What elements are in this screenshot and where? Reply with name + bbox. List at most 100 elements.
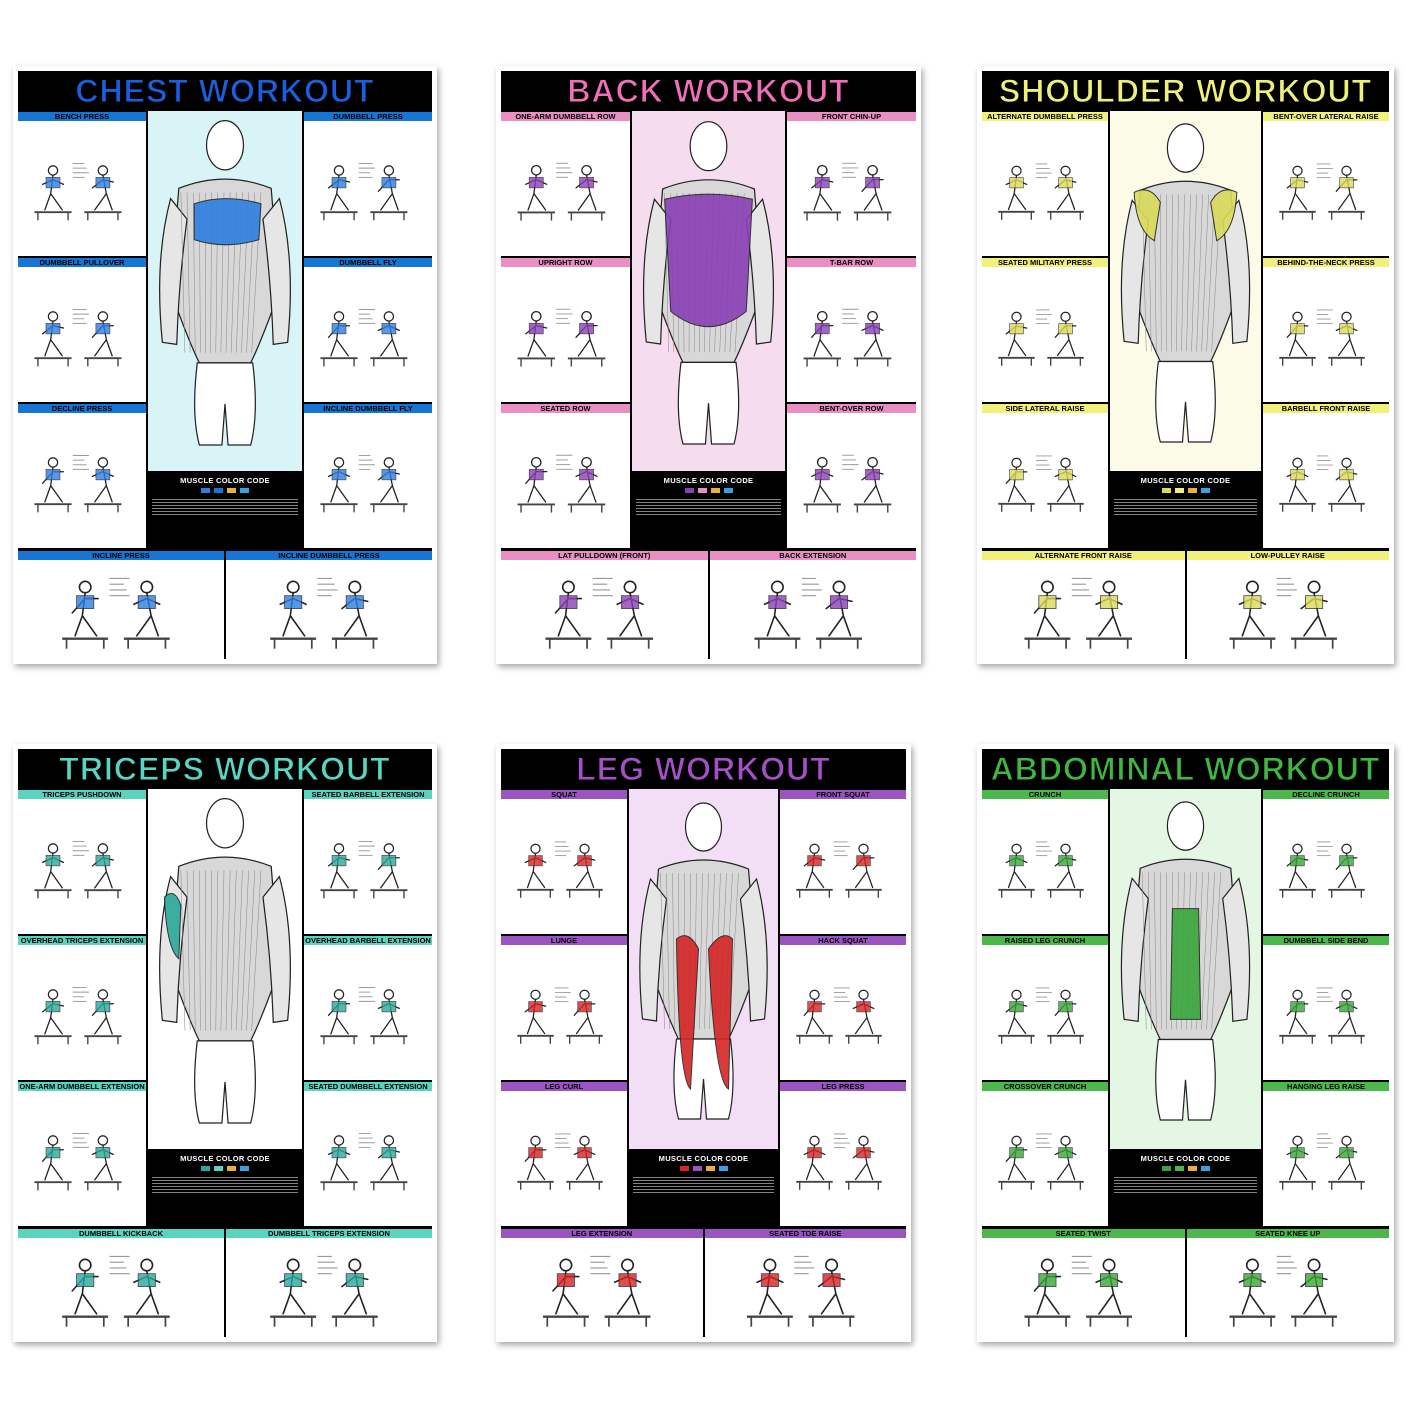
exercise-title: DUMBBELL SIDE BEND — [1263, 936, 1389, 945]
exercise-illustration — [998, 455, 1084, 512]
exercise-section: HACK SQUAT — [780, 936, 906, 1080]
muscle-color-legend: MUSCLE COLOR CODE — [148, 473, 302, 547]
exercise-section: INCLINE DUMBBELL FLY — [304, 404, 432, 548]
legend-swatch — [1200, 1166, 1210, 1171]
exercise-section: SIDE LATERAL RAISE — [982, 404, 1108, 548]
exercise-section: OVERHEAD BARBELL EXTENSION — [304, 936, 432, 1080]
anatomy-panel — [1110, 111, 1261, 471]
anatomy-panel — [629, 789, 778, 1149]
muscle-color-legend: MUSCLE COLOR CODE — [1110, 473, 1261, 547]
exercise-title: DUMBBELL TRICEPS EXTENSION — [226, 1229, 432, 1238]
anatomy-figure — [632, 111, 785, 471]
exercise-title: CROSSOVER CRUNCH — [982, 1082, 1108, 1091]
exercise-section: HANGING LEG RAISE — [1263, 1082, 1389, 1226]
exercise-title: LUNGE — [501, 936, 627, 945]
legend-swatch — [227, 1166, 236, 1171]
exercise-illustration — [803, 308, 892, 367]
legend-swatch — [214, 488, 223, 493]
legend-swatch — [1161, 1166, 1171, 1171]
exercise-illustration — [1024, 1255, 1132, 1327]
exercise-section: LUNGE — [501, 936, 627, 1080]
exercise-title: BACK EXTENSION — [709, 551, 916, 560]
poster-title: BACK WORKOUT — [567, 72, 850, 109]
exercise-section: SEATED BARBELL EXTENSION — [304, 790, 432, 934]
exercise-title: LOW-PULLEY RAISE — [1186, 551, 1389, 560]
exercise-section: SEATED ROW — [501, 404, 630, 548]
exercise-illustration — [517, 308, 606, 367]
exercise-section: BEHIND-THE-NECK PRESS — [1263, 258, 1389, 402]
exercise-section: T-BAR ROW — [787, 258, 916, 402]
exercise-section: FRONT SQUAT — [780, 790, 906, 934]
legend-swatch — [1174, 1166, 1184, 1171]
exercise-section: SEATED TWIST — [982, 1229, 1185, 1337]
exercise-section: SEATED TOE RAISE — [704, 1229, 906, 1337]
exercise-illustration — [998, 987, 1084, 1044]
exercise-title: SIDE LATERAL RAISE — [982, 404, 1108, 413]
poster-title: TRICEPS WORKOUT — [59, 750, 391, 787]
exercise-title: BENT-OVER ROW — [787, 404, 916, 413]
exercise-section: BENT-OVER LATERAL RAISE — [1263, 112, 1389, 256]
exercise-section: UPRIGHT ROW — [501, 258, 630, 402]
exercise-section: BACK EXTENSION — [709, 551, 916, 659]
exercise-title: LEG PRESS — [780, 1082, 906, 1091]
legend-swatch — [240, 1166, 249, 1171]
exercise-section: DUMBBELL FLY — [304, 258, 432, 402]
exercise-title: RAISED LEG CRUNCH — [982, 936, 1108, 945]
exercise-section: SQUAT — [501, 790, 627, 934]
exercise-illustration — [796, 841, 882, 898]
exercise-illustration — [62, 577, 170, 649]
anatomy-panel — [1110, 789, 1261, 1149]
exercise-illustration — [34, 987, 122, 1045]
exercise-section: ONE-ARM DUMBBELL EXTENSION — [18, 1082, 146, 1226]
exercise-title: BARBELL FRONT RAISE — [1263, 404, 1389, 413]
exercise-title: DECLINE CRUNCH — [1263, 790, 1389, 799]
exercise-title: INCLINE DUMBBELL FLY — [304, 404, 432, 413]
exercise-illustration — [1279, 455, 1365, 512]
poster-title: ABDOMINAL WORKOUT — [990, 750, 1381, 787]
legend-swatch — [718, 1166, 728, 1171]
exercise-illustration — [34, 841, 122, 899]
anatomy-figure — [629, 789, 778, 1149]
exercise-illustration — [746, 1255, 854, 1327]
poster-title: LEG WORKOUT — [576, 750, 831, 787]
legend-swatch — [1187, 1166, 1197, 1171]
poster-title: CHEST WORKOUT — [75, 72, 375, 109]
exercise-section: TRICEPS PUSHDOWN — [18, 790, 146, 934]
exercise-illustration — [517, 1133, 603, 1190]
legend-swatch — [227, 488, 236, 493]
anatomy-figure — [1110, 789, 1261, 1149]
exercise-illustration — [545, 577, 653, 649]
poster-title: SHOULDER WORKOUT — [998, 72, 1373, 109]
exercise-illustration — [796, 987, 882, 1044]
anatomy-panel — [148, 789, 302, 1149]
legend-swatch — [240, 488, 249, 493]
exercise-illustration — [998, 309, 1084, 366]
anatomy-figure — [1110, 111, 1261, 471]
exercise-illustration — [1228, 577, 1337, 649]
exercise-title: INCLINE DUMBBELL PRESS — [226, 551, 432, 560]
exercise-title: DUMBBELL PULLOVER — [18, 258, 146, 267]
exercise-title: HACK SQUAT — [780, 936, 906, 945]
exercise-title: LAT PULLDOWN (FRONT) — [501, 551, 708, 560]
exercise-illustration — [34, 163, 122, 221]
exercise-title: LEG CURL — [501, 1082, 627, 1091]
legend-swatch — [1200, 488, 1210, 493]
legend-swatch — [201, 488, 210, 493]
exercise-section: DUMBBELL KICKBACK — [18, 1229, 224, 1337]
exercise-section: LEG CURL — [501, 1082, 627, 1226]
exercise-illustration — [34, 309, 122, 367]
exercise-title: SEATED KNEE UP — [1186, 1229, 1389, 1238]
exercise-section: OVERHEAD TRICEPS EXTENSION — [18, 936, 146, 1080]
exercise-title: FRONT CHIN-UP — [787, 112, 916, 121]
exercise-title: SEATED BARBELL EXTENSION — [304, 790, 432, 799]
exercise-section: DUMBBELL PRESS — [304, 112, 432, 256]
exercise-section: DECLINE CRUNCH — [1263, 790, 1389, 934]
exercise-illustration — [320, 455, 408, 513]
exercise-illustration — [517, 841, 603, 898]
exercise-illustration — [320, 309, 408, 367]
exercise-title: SQUAT — [501, 790, 627, 799]
exercise-section: DUMBBELL SIDE BEND — [1263, 936, 1389, 1080]
